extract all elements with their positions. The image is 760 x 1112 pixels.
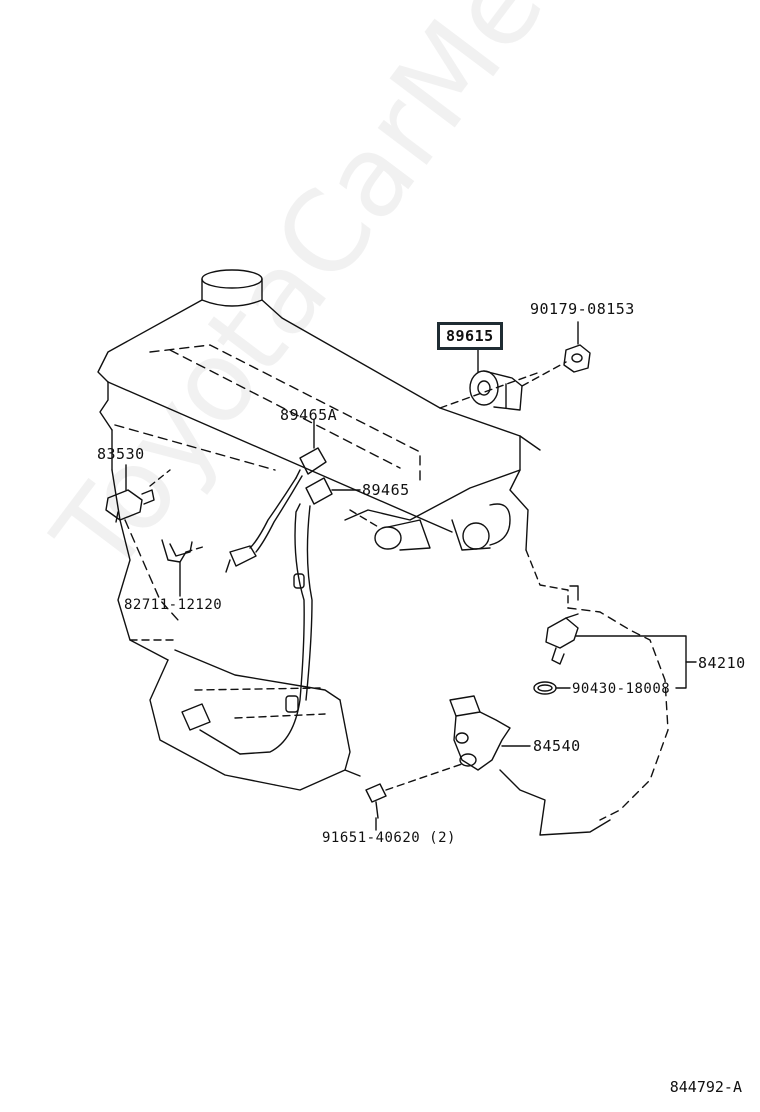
label-82711-12120[interactable]: 82711-12120 bbox=[124, 597, 223, 613]
label-84210[interactable]: 84210 bbox=[698, 654, 746, 672]
label-89615-highlighted[interactable]: 89615 bbox=[437, 322, 503, 350]
cam-position-sensor-84540[interactable] bbox=[449, 695, 511, 771]
label-89465A[interactable]: 89465A bbox=[280, 406, 338, 424]
label-83530[interactable]: 83530 bbox=[97, 445, 145, 463]
label-91651-40620[interactable]: 91651-40620 (2) bbox=[322, 830, 456, 846]
label-90179-08153[interactable]: 90179-08153 bbox=[530, 300, 635, 318]
bolt-91651-40620[interactable] bbox=[365, 783, 387, 819]
oxygen-sensor-89465[interactable] bbox=[181, 477, 333, 755]
nut-90179-08153[interactable] bbox=[563, 344, 591, 373]
dashed-nut-line bbox=[521, 361, 567, 387]
clamp-82711-12120[interactable] bbox=[161, 539, 207, 563]
knock-sensor-89615[interactable] bbox=[469, 370, 523, 411]
oil-pressure-switch-83530[interactable] bbox=[105, 489, 155, 523]
label-90430-18008[interactable]: 90430-18008 bbox=[572, 681, 671, 697]
label-89465[interactable]: 89465 bbox=[362, 481, 410, 499]
figure-id: 844792-A bbox=[669, 1078, 742, 1096]
label-84540[interactable]: 84540 bbox=[533, 737, 581, 755]
engine-block-outline bbox=[97, 269, 669, 836]
oxygen-sensor-89465A[interactable] bbox=[225, 447, 327, 573]
